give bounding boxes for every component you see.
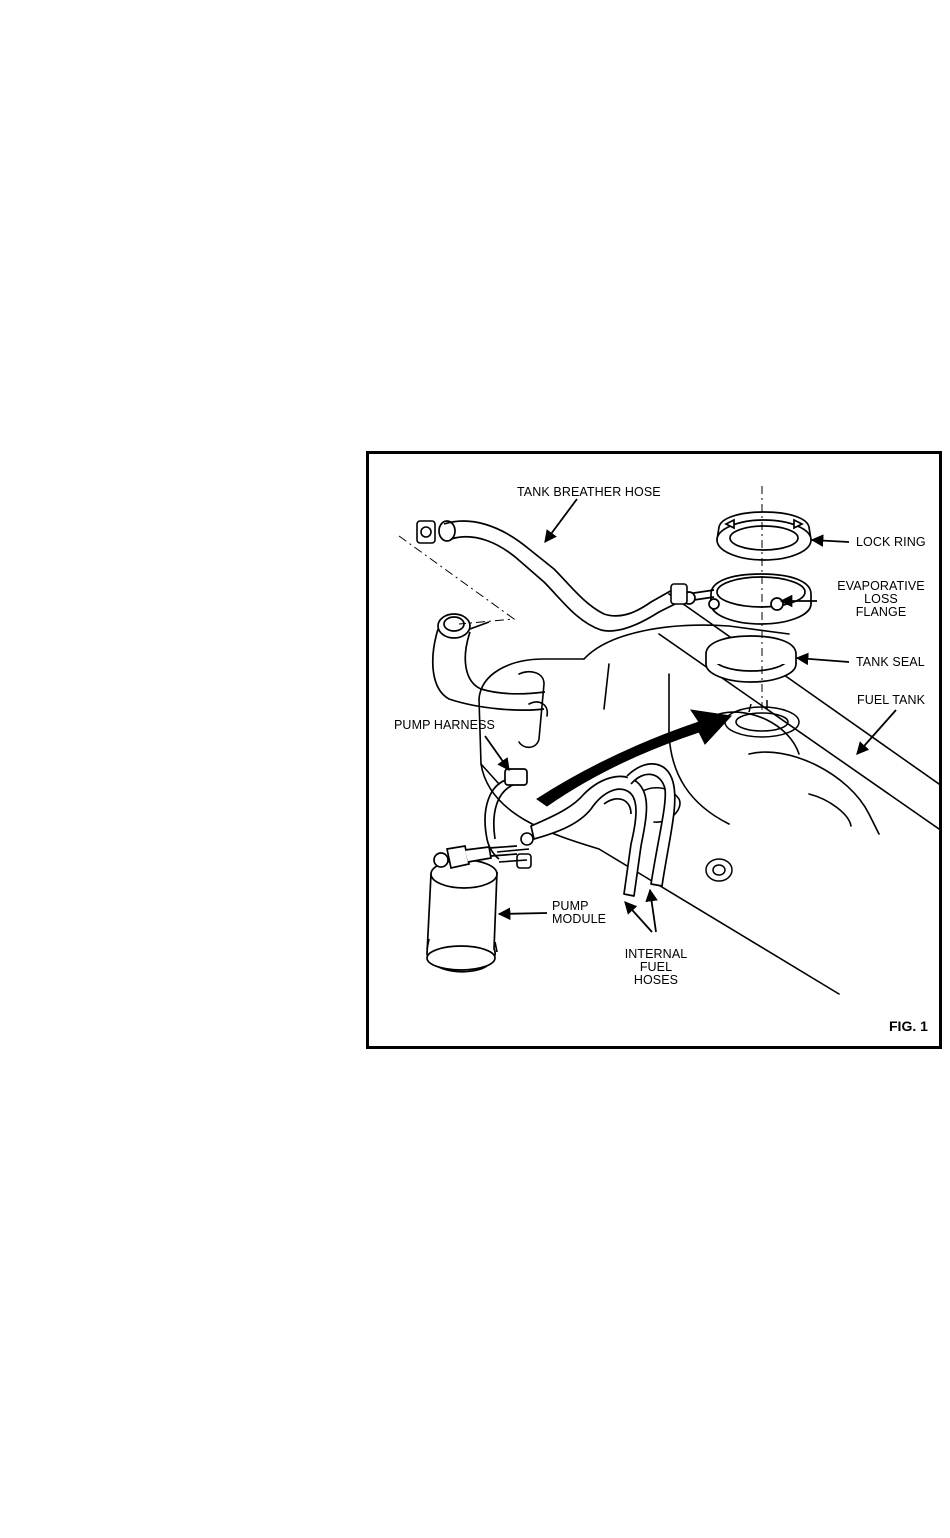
arrow-fuel-tank	[857, 710, 896, 754]
label-pump-module: PUMP MODULE	[552, 900, 606, 926]
arrow-tank-breather-hose	[545, 499, 577, 542]
label-lock-ring: LOCK RING	[856, 536, 926, 549]
fuel-hose-clamps	[497, 833, 533, 868]
arrow-tank-seal	[797, 658, 849, 662]
internal-fuel-hoses	[531, 764, 675, 896]
tank-sender-port	[706, 859, 732, 881]
label-fuel-tank: FUEL TANK	[857, 694, 925, 707]
label-evaporative-loss-flange: EVAPORATIVE LOSS FLANGE	[821, 580, 941, 619]
label-internal-fuel-hoses-line-3: HOSES	[617, 974, 695, 987]
arrow-lock-ring	[812, 540, 849, 542]
label-tank-breather-hose: TANK BREATHER HOSE	[517, 486, 661, 499]
tank-breather-hose	[439, 521, 679, 631]
breather-hose-clamp	[417, 521, 435, 543]
pump-module	[427, 846, 517, 972]
filler-neck	[433, 614, 545, 710]
breather-dash-line	[399, 536, 514, 624]
arrow-pump-harness	[485, 736, 509, 770]
figure-label: FIG. 1	[889, 1018, 928, 1034]
arrow-pump-module	[499, 913, 547, 914]
label-pump-harness: PUMP HARNESS	[394, 719, 495, 732]
label-evaporative-line-3: FLANGE	[821, 606, 941, 619]
label-tank-seal: TANK SEAL	[856, 656, 925, 669]
tank-seal	[706, 636, 796, 682]
arrow-internal-fuel-hose-2	[650, 890, 656, 932]
breather-hose-end-clamp	[671, 584, 687, 604]
lock-ring	[717, 512, 811, 560]
arrow-internal-fuel-hose-1	[625, 902, 652, 932]
pump-harness	[485, 769, 527, 859]
figure-frame: TANK BREATHER HOSE LOCK RING EVAPORATIVE…	[366, 451, 942, 1049]
label-internal-fuel-hoses: INTERNAL FUEL HOSES	[617, 948, 695, 987]
label-pump-module-line-2: MODULE	[552, 913, 606, 926]
